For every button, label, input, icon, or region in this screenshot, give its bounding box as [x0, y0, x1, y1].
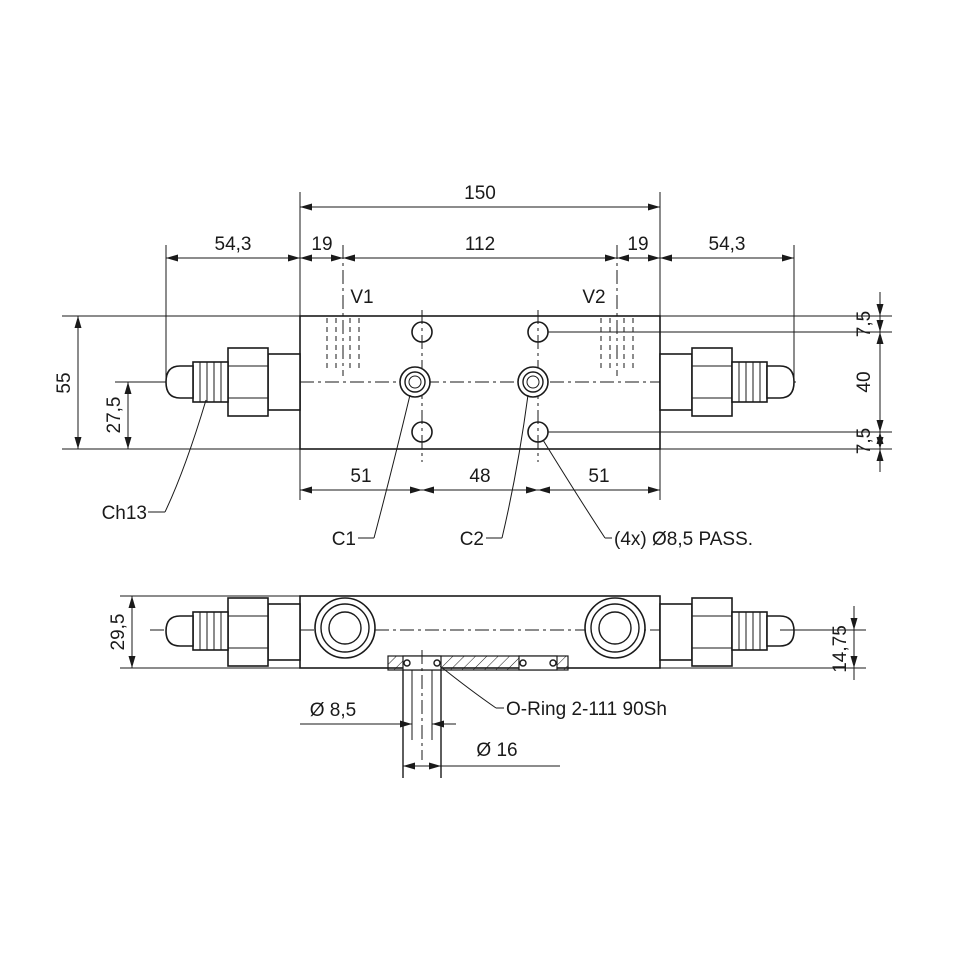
- dim-cartridge-right: 54,3: [709, 234, 746, 255]
- dim-side-height: 29,5: [108, 614, 129, 651]
- side-view: [150, 595, 800, 778]
- port-c2: [517, 366, 549, 398]
- side-dimensions: [120, 595, 866, 770]
- port-v1-side: [314, 597, 376, 659]
- dim-hole-pos-right: 51: [588, 466, 609, 487]
- dim-bore-large: Ø 16: [476, 740, 517, 761]
- port-v2-side: [584, 597, 646, 659]
- right-cartridge: [659, 347, 795, 417]
- dim-bore-small: Ø 8,5: [310, 700, 356, 721]
- label-hex-size: Ch13: [102, 503, 147, 524]
- port-v2-hidden: [600, 245, 634, 376]
- part-labels: V1 V2 Ch13 C1 C2 (4x) Ø8,5 PASS. O-Ring …: [102, 287, 753, 720]
- dimension-labels: 150 54,3 19 112 19 54,3 55 27,5 7,5 40 7…: [54, 183, 875, 761]
- top-dimensions: [62, 192, 892, 500]
- dim-hole-offset-bottom: 7,5: [854, 428, 875, 454]
- dim-port-offset-left: 19: [311, 234, 332, 255]
- dim-port-spacing: 112: [465, 234, 495, 255]
- left-cartridge-side: [165, 597, 301, 667]
- label-port-c2: C2: [460, 529, 484, 550]
- dim-height-total: 55: [54, 372, 75, 393]
- left-cartridge: [165, 347, 301, 417]
- sealing-plate-section: [387, 655, 569, 671]
- label-port-v2: V2: [582, 287, 605, 308]
- dim-overall-length: 150: [464, 183, 496, 204]
- mounting-holes: [411, 310, 549, 462]
- right-cartridge-side: [659, 597, 795, 667]
- label-port-c1: C1: [332, 529, 356, 550]
- label-o-ring: O-Ring 2-111 90Sh: [506, 699, 667, 720]
- dim-hole-pos-middle: 48: [469, 466, 490, 487]
- leaders-top: [148, 394, 612, 539]
- port-v1-hidden: [326, 245, 360, 376]
- dim-side-center: 14,75: [830, 625, 851, 673]
- dim-hole-spacing: 40: [854, 371, 875, 392]
- port-c1: [399, 366, 431, 398]
- label-port-v1: V1: [350, 287, 373, 308]
- dim-hole-pos-left: 51: [350, 466, 371, 487]
- dim-height-center: 27,5: [104, 397, 125, 434]
- top-view: [150, 245, 800, 462]
- dim-cartridge-left: 54,3: [215, 234, 252, 255]
- label-mounting-holes: (4x) Ø8,5 PASS.: [614, 529, 753, 550]
- dim-hole-offset-top: 7,5: [854, 311, 875, 337]
- dim-port-offset-right: 19: [627, 234, 648, 255]
